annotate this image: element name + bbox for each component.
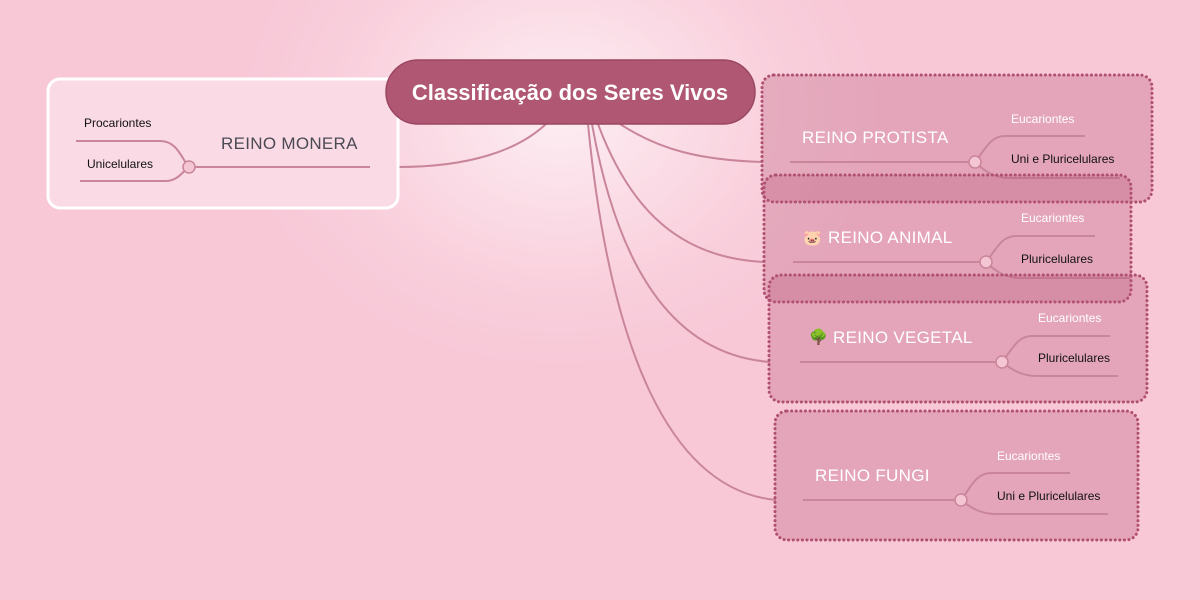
pig-icon: 🐷 bbox=[803, 230, 822, 247]
root-title: Classificação dos Seres Vivos bbox=[412, 80, 728, 105]
collapse-handle[interactable] bbox=[954, 493, 968, 507]
node-reino-fungi[interactable]: REINO FUNGI Eucariontes Uni e Pluricelul… bbox=[773, 409, 1140, 542]
root-node[interactable]: Classificação dos Seres Vivos bbox=[385, 59, 756, 125]
connector-monera bbox=[397, 121, 549, 168]
kingdom-label: REINO PROTISTA bbox=[802, 128, 949, 147]
node-reino-monera[interactable]: REINO MONERA Procariontes Unicelulares bbox=[46, 77, 400, 210]
node-reino-animal[interactable]: 🐷 REINO ANIMAL Eucariontes Pluricelulare… bbox=[762, 173, 1133, 304]
sub-label: Uni e Pluricelulares bbox=[1011, 152, 1114, 166]
collapse-handle[interactable] bbox=[979, 255, 993, 269]
node-reino-protista[interactable]: REINO PROTISTA Eucariontes Uni e Plurice… bbox=[760, 73, 1154, 204]
tree-icon: 🌳 bbox=[809, 327, 828, 346]
connector-vegetal bbox=[591, 123, 771, 363]
sub-label: Pluricelulares bbox=[1021, 252, 1093, 266]
kingdom-label: REINO FUNGI bbox=[815, 466, 930, 485]
sub-label: Eucariontes bbox=[1038, 311, 1101, 325]
collapse-handle[interactable] bbox=[995, 355, 1009, 369]
kingdom-label: REINO ANIMAL bbox=[828, 228, 953, 247]
connector-animal bbox=[597, 123, 765, 263]
sub-label: Pluricelulares bbox=[1038, 351, 1110, 365]
sub-label: Eucariontes bbox=[1021, 211, 1084, 225]
sub-label: Unicelulares bbox=[87, 157, 153, 171]
sub-label: Procariontes bbox=[84, 116, 151, 130]
sub-label: Eucariontes bbox=[1011, 112, 1074, 126]
sub-label: Eucariontes bbox=[997, 449, 1060, 463]
connector-fungi bbox=[587, 123, 777, 501]
sub-label: Uni e Pluricelulares bbox=[997, 489, 1100, 503]
collapse-handle[interactable] bbox=[968, 155, 982, 169]
connector-protista bbox=[619, 123, 763, 163]
kingdom-label: REINO VEGETAL bbox=[833, 328, 973, 347]
collapse-handle[interactable] bbox=[182, 160, 196, 174]
kingdom-label: REINO MONERA bbox=[221, 134, 358, 153]
node-reino-vegetal[interactable]: 🌳 REINO VEGETAL Eucariontes Pluricelular… bbox=[767, 273, 1149, 404]
